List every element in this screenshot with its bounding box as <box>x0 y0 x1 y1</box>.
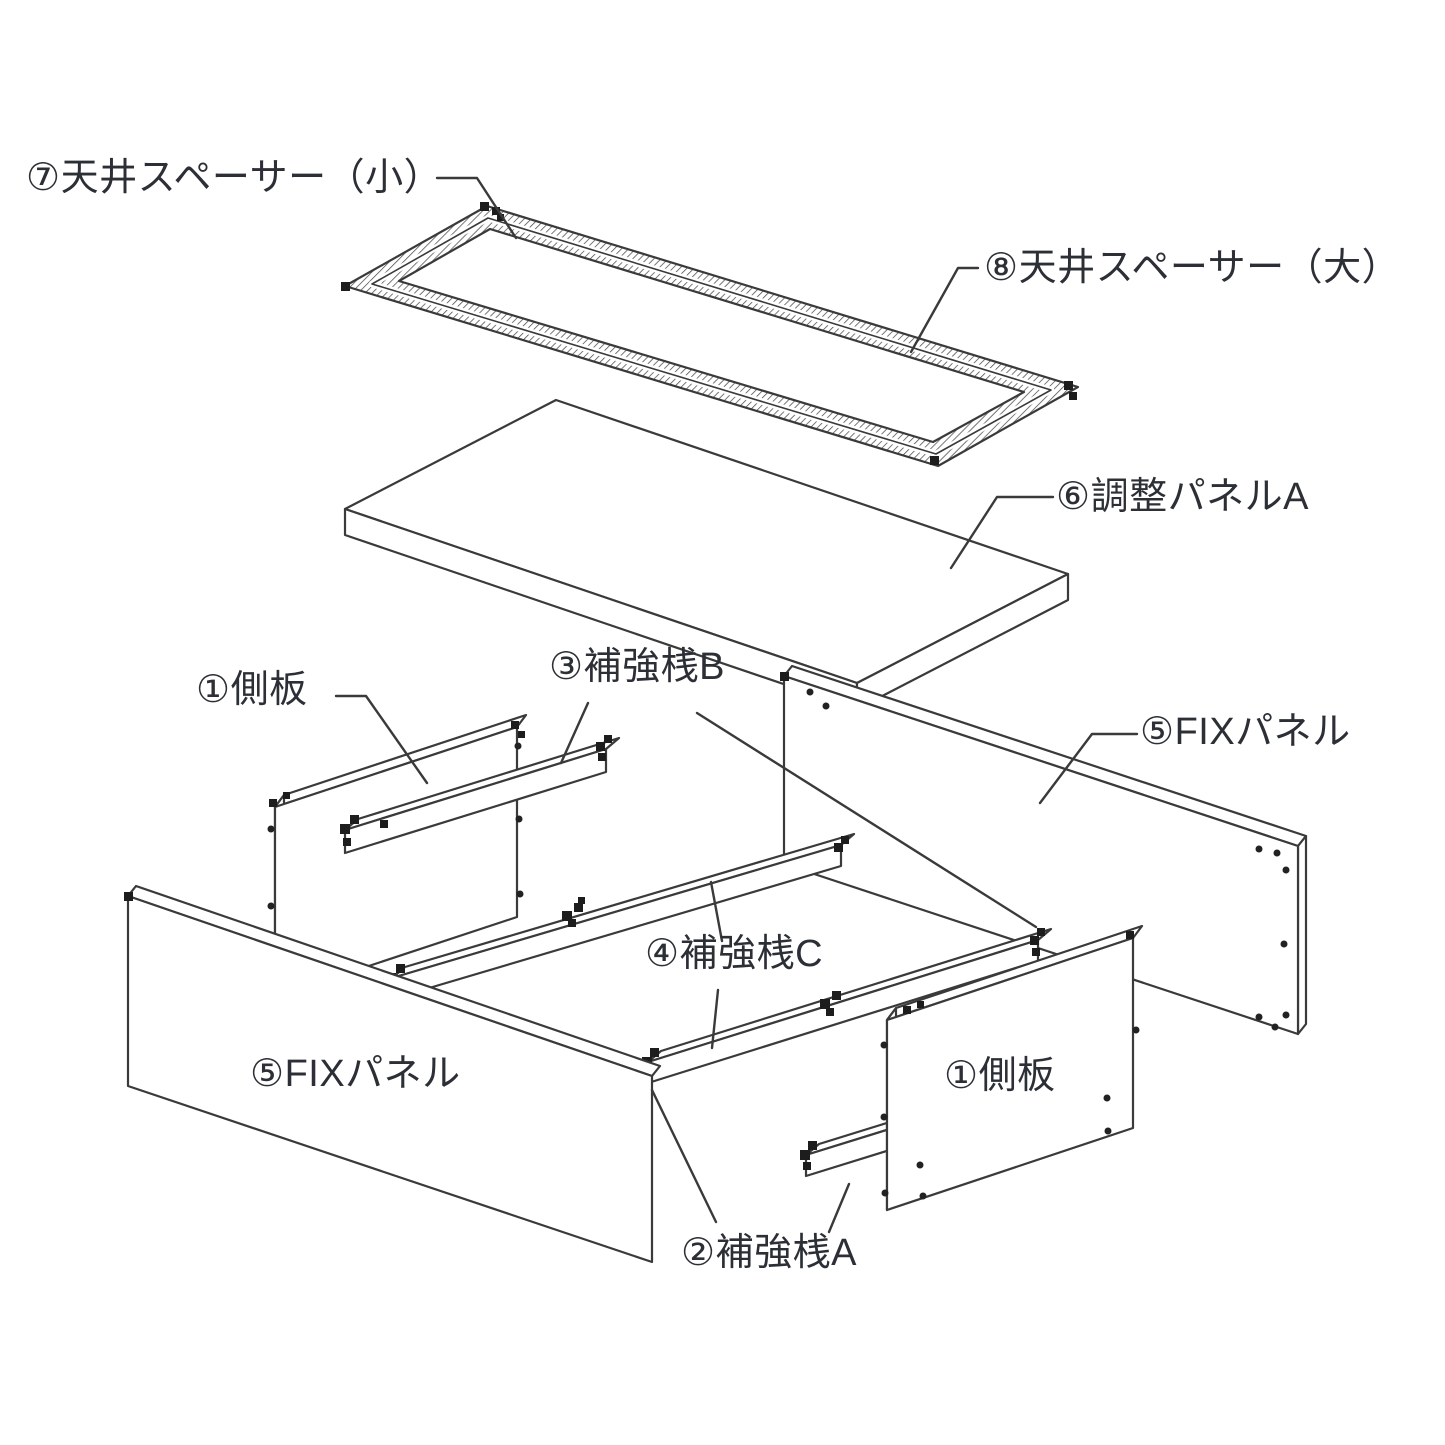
spacer-frame-midline <box>371 217 1052 455</box>
leader-brace-a-1 <box>827 1182 851 1234</box>
fix-panel-rear-right-edge <box>1296 834 1308 1036</box>
leader-ceiling-spacer-large <box>909 266 980 354</box>
screw-holes <box>880 1026 1140 1200</box>
callout-adjust-panel-a: ⑥調整パネルA <box>1056 476 1309 518</box>
screw-holes <box>267 742 524 910</box>
ceiling-spacer-frame <box>341 202 1080 468</box>
leader-ceiling-spacer-small <box>435 176 518 240</box>
callout-leader-lines <box>334 176 1139 1234</box>
callout-side-plate-right: ①側板 <box>944 1055 1056 1097</box>
leader-brace-b-1 <box>559 701 590 765</box>
brace-b-rail <box>340 735 621 855</box>
screw-holes <box>806 688 1290 1031</box>
spacer-corner-caps <box>341 202 1077 465</box>
spacer-frame-ring <box>343 204 1080 468</box>
side-plate-face <box>885 936 1135 1212</box>
fix-panel-rear-right <box>780 664 1308 1036</box>
fix-panel-front-face <box>126 894 654 1264</box>
rail-end-caps <box>340 735 612 846</box>
leader-fix-panel-right <box>1038 732 1139 805</box>
rail-end-caps <box>800 1141 817 1170</box>
callout-side-plate-left: ①側板 <box>196 669 308 711</box>
leader-adjust-panel-a <box>949 495 1055 570</box>
callout-ceiling-spacer-small: ⑦天井スペーサー（小） <box>26 157 443 199</box>
leader-brace-c-up <box>709 880 724 943</box>
side-plate-right <box>880 924 1144 1212</box>
fix-panel-front-left <box>124 884 662 1264</box>
callout-brace-c: ④補強桟C <box>645 933 824 975</box>
callout-fix-panel-front: ⑤FIXパネル <box>250 1053 461 1095</box>
leader-side-plate-left <box>334 694 429 785</box>
callout-fix-panel-right: ⑤FIXパネル <box>1140 711 1351 753</box>
end-cap <box>124 892 133 901</box>
adjust-panel-a <box>343 398 1070 711</box>
fix-panel-rear-face <box>782 674 1300 1036</box>
leader-brace-b-2 <box>695 711 1038 929</box>
end-cap <box>780 672 789 681</box>
leader-brace-a-2 <box>650 1088 718 1224</box>
callout-brace-a: ②補強桟A <box>681 1232 857 1274</box>
brace-c-front-rail <box>642 927 1053 1085</box>
leader-brace-c-down <box>710 988 720 1050</box>
callout-ceiling-spacer-large: ⑧天井スペーサー（大） <box>984 247 1401 289</box>
end-caps <box>903 931 1134 1014</box>
callout-brace-b: ③補強桟B <box>549 646 725 688</box>
end-caps <box>269 721 525 807</box>
